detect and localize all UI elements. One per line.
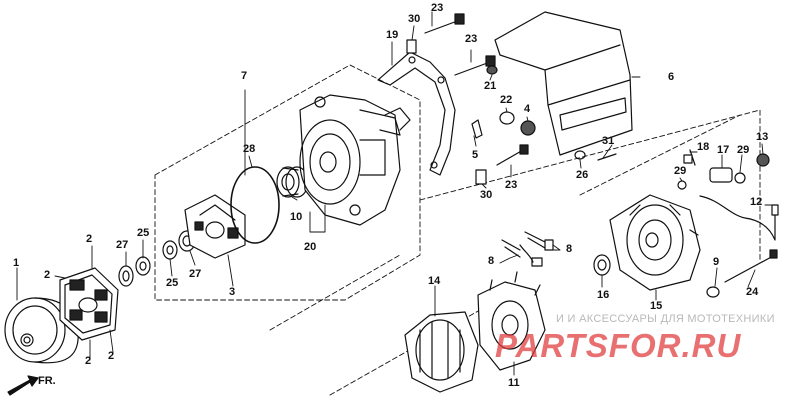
callout-30: 30 [480, 189, 493, 201]
callout-7: 7 [241, 70, 248, 82]
callout-23: 23 [505, 179, 518, 191]
callout-13: 13 [756, 131, 769, 143]
gasket-part-19 [377, 51, 456, 176]
cover-part-20 [299, 94, 411, 226]
bolt-parts-9-24 [706, 249, 778, 298]
callout-6: 6 [668, 71, 675, 83]
watermark-caption: И И АКСЕССУАРЫ ДЛЯ МОТОТЕХНИКИ [556, 313, 775, 325]
callout-4: 4 [524, 103, 531, 115]
brush-holder-part-11 [477, 271, 546, 371]
rotor-part-14 [404, 311, 479, 393]
callout-16: 16 [597, 289, 610, 301]
watermark-logo: PARTSFOR.RU [495, 327, 742, 364]
callout-1: 1 [13, 257, 20, 269]
front-arrow-icon [7, 375, 39, 396]
brushes-part-8 [501, 231, 554, 267]
callout-2: 2 [108, 350, 115, 362]
callout-25: 25 [166, 277, 179, 289]
callout-24: 24 [746, 286, 759, 298]
callout-11: 11 [508, 377, 520, 389]
callout-14: 14 [428, 275, 441, 287]
callout-3: 3 [229, 286, 236, 298]
stator-housing-part-15 [609, 194, 701, 291]
callout-31: 31 [602, 135, 615, 147]
small-parts [406, 39, 536, 185]
callout-26: 26 [576, 169, 589, 181]
callout-2: 2 [85, 355, 92, 367]
group-outline-right [419, 109, 761, 261]
callout-5: 5 [472, 149, 479, 161]
callout-25: 25 [137, 227, 150, 239]
callout-18: 18 [697, 141, 710, 153]
flywheel-part-1 [4, 297, 79, 364]
callout-9: 9 [713, 256, 720, 268]
o-ring-part-28 [230, 166, 280, 244]
clutch-part-2 [59, 267, 119, 341]
callout-8: 8 [566, 243, 573, 255]
callout-20: 20 [304, 241, 317, 253]
callout-29: 29 [737, 144, 750, 156]
callout-22: 22 [500, 94, 513, 106]
callout-8: 8 [488, 255, 495, 267]
callout-12: 12 [750, 196, 763, 208]
callout-17: 17 [717, 144, 730, 156]
cover-part-6 [494, 11, 633, 161]
callout-10: 10 [290, 211, 303, 223]
wiring-parts [677, 149, 779, 241]
callout-2: 2 [86, 233, 93, 245]
washers-27-25 [118, 230, 196, 287]
callout-19: 19 [386, 29, 399, 41]
callout-27: 27 [116, 239, 129, 251]
group-outline-7 [154, 64, 421, 301]
callout-23: 23 [431, 2, 444, 14]
callout-21: 21 [484, 80, 497, 92]
callout-2: 2 [44, 269, 51, 281]
leader-lines [16, 11, 773, 376]
damper-part-3 [184, 194, 246, 259]
callout-29: 29 [674, 165, 687, 177]
callout-23: 23 [465, 33, 478, 45]
callout-28: 28 [243, 143, 256, 155]
front-indicator-label: FR. [38, 375, 56, 387]
callout-30: 30 [408, 13, 421, 25]
callout-27: 27 [189, 268, 202, 280]
bearing-part-16 [593, 254, 611, 276]
callout-15: 15 [650, 300, 663, 312]
